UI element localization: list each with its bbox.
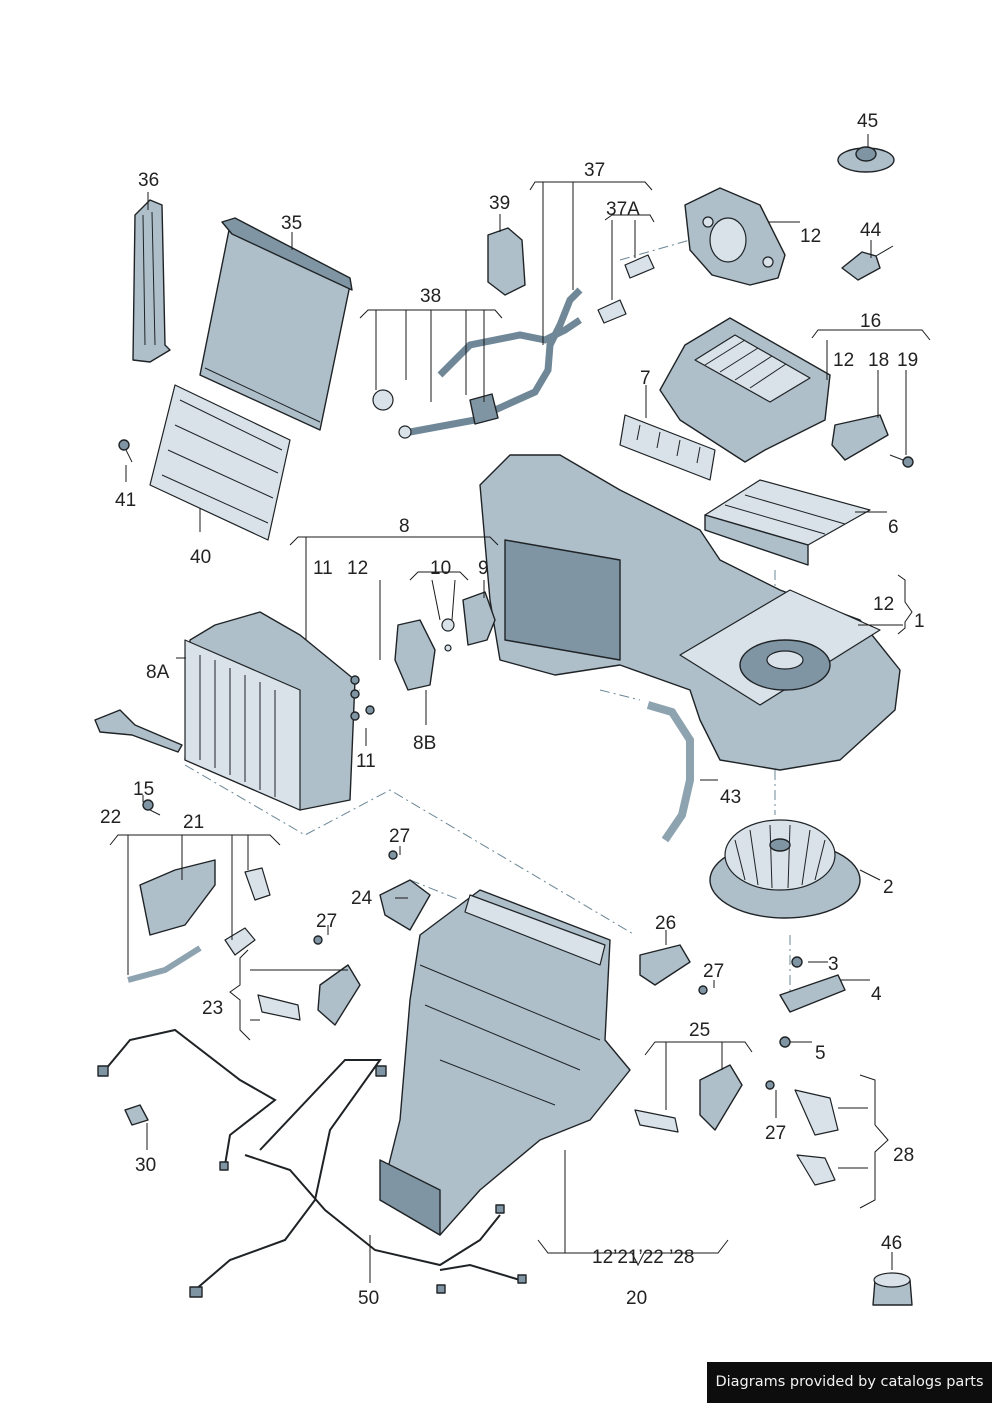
callout-12-right: 12 (873, 594, 894, 615)
part-30-connector (124, 1104, 149, 1126)
callout-27-d: 27 (765, 1123, 786, 1144)
part-7-plate (619, 414, 716, 481)
part-18-actuator (831, 414, 889, 461)
part-45-nut (837, 146, 895, 173)
callout-labels: 36 35 39 37 37A 12 45 44 38 16 12 18 19 … (100, 111, 925, 1309)
part-38-lines (372, 287, 583, 439)
callout-4: 4 (871, 984, 882, 1005)
callout-27-c: 27 (703, 961, 724, 982)
callout-30: 30 (135, 1155, 156, 1176)
callout-10: 10 (430, 558, 451, 579)
callout-44: 44 (860, 220, 882, 241)
part-28-clips (794, 1089, 839, 1186)
callout-12-evap: 12 (347, 558, 368, 579)
callout-28: 28 (893, 1145, 914, 1166)
callout-45: 45 (857, 111, 878, 132)
part-5-screw (779, 1036, 791, 1048)
callout-20-refs: 12’21’22 ’28 (592, 1247, 694, 1268)
callout-23: 23 (202, 998, 223, 1019)
callout-1: 1 (914, 611, 925, 632)
callout-8: 8 (399, 516, 410, 537)
callout-7: 7 (640, 368, 651, 389)
part-50-harness (97, 1028, 527, 1298)
callout-15: 15 (133, 779, 154, 800)
callout-26: 26 (655, 913, 676, 934)
part-19-screw (889, 454, 914, 468)
callout-43: 43 (720, 787, 741, 808)
callout-20: 20 (626, 1288, 647, 1309)
callout-3: 3 (828, 954, 839, 975)
part-27-screws (313, 850, 775, 1090)
callout-12-housing: 12 (833, 350, 854, 371)
part-41-screw (118, 439, 133, 463)
part-11-screws (350, 675, 375, 721)
part-23-actuator (257, 964, 361, 1026)
part-22-arm (127, 867, 271, 983)
part-24-actuator (379, 879, 431, 931)
part-9-valve (462, 591, 496, 646)
callout-9: 9 (478, 558, 489, 579)
callout-37: 37 (584, 160, 605, 181)
part-43-hose (646, 701, 694, 843)
part-16-housing (659, 317, 831, 463)
part-10-oring (441, 618, 455, 652)
callout-8a: 8A (146, 662, 170, 683)
part-36-bracket (132, 199, 171, 363)
part-39-valve (487, 227, 526, 296)
callout-27-a: 27 (389, 826, 410, 847)
callout-11-top: 11 (313, 558, 333, 579)
part-40-frame (149, 384, 291, 541)
callout-21: 21 (183, 812, 204, 833)
callout-22: 22 (100, 807, 121, 828)
part-46-cap (872, 1272, 913, 1306)
callout-19: 19 (897, 350, 918, 371)
callout-36: 36 (138, 170, 159, 191)
callout-12-gasket: 12 (800, 226, 821, 247)
callout-8b: 8B (413, 733, 436, 754)
part-sensor (94, 709, 183, 753)
callout-2: 2 (883, 877, 894, 898)
part-35-heater-core (199, 217, 353, 431)
callout-16: 16 (860, 311, 881, 332)
part-6-filter (704, 479, 871, 566)
part-8b-block (394, 619, 436, 691)
part-44-stud (841, 245, 894, 281)
callout-5: 5 (815, 1043, 826, 1064)
part-25-actuator (634, 1064, 743, 1133)
part-20-housing (379, 889, 631, 1236)
part-4-bracket (779, 974, 846, 1013)
callout-11-bottom: 11 (356, 751, 376, 772)
part-1-housing (479, 454, 901, 771)
part-26-actuator (639, 944, 691, 986)
callout-39: 39 (489, 193, 510, 214)
callout-41: 41 (115, 490, 136, 511)
callout-50: 50 (358, 1288, 379, 1309)
part-12-gasket (684, 187, 786, 286)
part-2-blower (709, 819, 861, 919)
part-8-evaporator (184, 611, 356, 811)
part-15-screw (142, 799, 161, 816)
callout-38: 38 (420, 286, 441, 307)
part-21-actuator (139, 859, 216, 936)
credit-banner: Diagrams provided by catalogs parts (707, 1362, 992, 1403)
callout-6: 6 (888, 517, 899, 538)
callout-18: 18 (868, 350, 889, 371)
callout-46: 46 (881, 1233, 902, 1254)
callout-40: 40 (190, 547, 211, 568)
callout-24: 24 (351, 888, 373, 909)
callout-27-b: 27 (316, 911, 337, 932)
callout-37a: 37A (606, 199, 640, 220)
callout-25: 25 (689, 1020, 710, 1041)
callout-35: 35 (281, 213, 302, 234)
part-37a-fittings (597, 254, 655, 324)
leader-lines (109, 134, 931, 1283)
part-3-screw (791, 956, 803, 968)
